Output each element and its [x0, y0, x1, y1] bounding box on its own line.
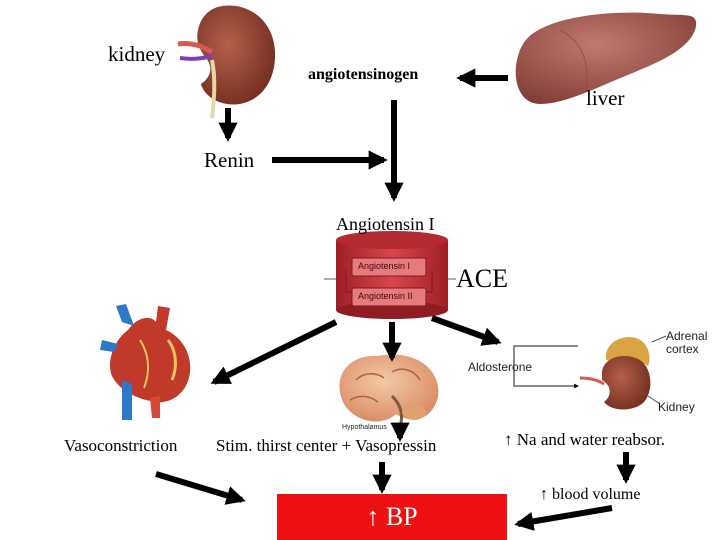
arrow-vasoconstriction-to-bp — [155, 471, 246, 505]
aldosterone-bracket — [513, 345, 579, 389]
kidney-small-label: Kidney — [658, 400, 695, 414]
hypothalamus-label: Hypothalamus — [342, 424, 387, 431]
thirst-label: Stim. thirst center + Vasopressin — [216, 436, 437, 455]
liver-label: liver — [586, 86, 625, 110]
angiotensin-i-label: Angiotensin I — [336, 214, 435, 234]
ace-cylinder-icon — [324, 231, 456, 319]
arrow-volume-to-bp — [514, 505, 613, 531]
bp-label: ↑ BP — [366, 502, 418, 531]
na-water-label: ↑ Na and water reabsor. — [504, 430, 665, 449]
renin-label: Renin — [204, 148, 255, 172]
adrenal-kidney-icon — [579, 335, 667, 410]
aldosterone-label: Aldosterone — [468, 360, 533, 374]
cylinder-top-label: Angiotensin I — [358, 261, 411, 271]
ace-label: ACE — [456, 264, 508, 293]
blood-volume-label: ↑ blood volume — [540, 486, 641, 503]
heart-icon — [100, 304, 191, 420]
brain-icon — [339, 354, 439, 427]
vasoconstriction-label: Vasoconstriction — [64, 436, 178, 455]
arrow-ace-to-heart — [210, 319, 338, 385]
kidney-icon — [177, 5, 276, 119]
arrow-ace-to-adrenal — [430, 315, 502, 346]
angiotensinogen-label: angiotensinogen — [308, 66, 419, 83]
adrenal-cortex-label: Adrenal cortex — [666, 329, 708, 356]
bp-box: ↑ BP — [277, 494, 507, 540]
liver-icon — [515, 12, 697, 104]
cylinder-bottom-label: Angiotensin II — [358, 291, 413, 301]
kidney-label: kidney — [108, 42, 166, 66]
